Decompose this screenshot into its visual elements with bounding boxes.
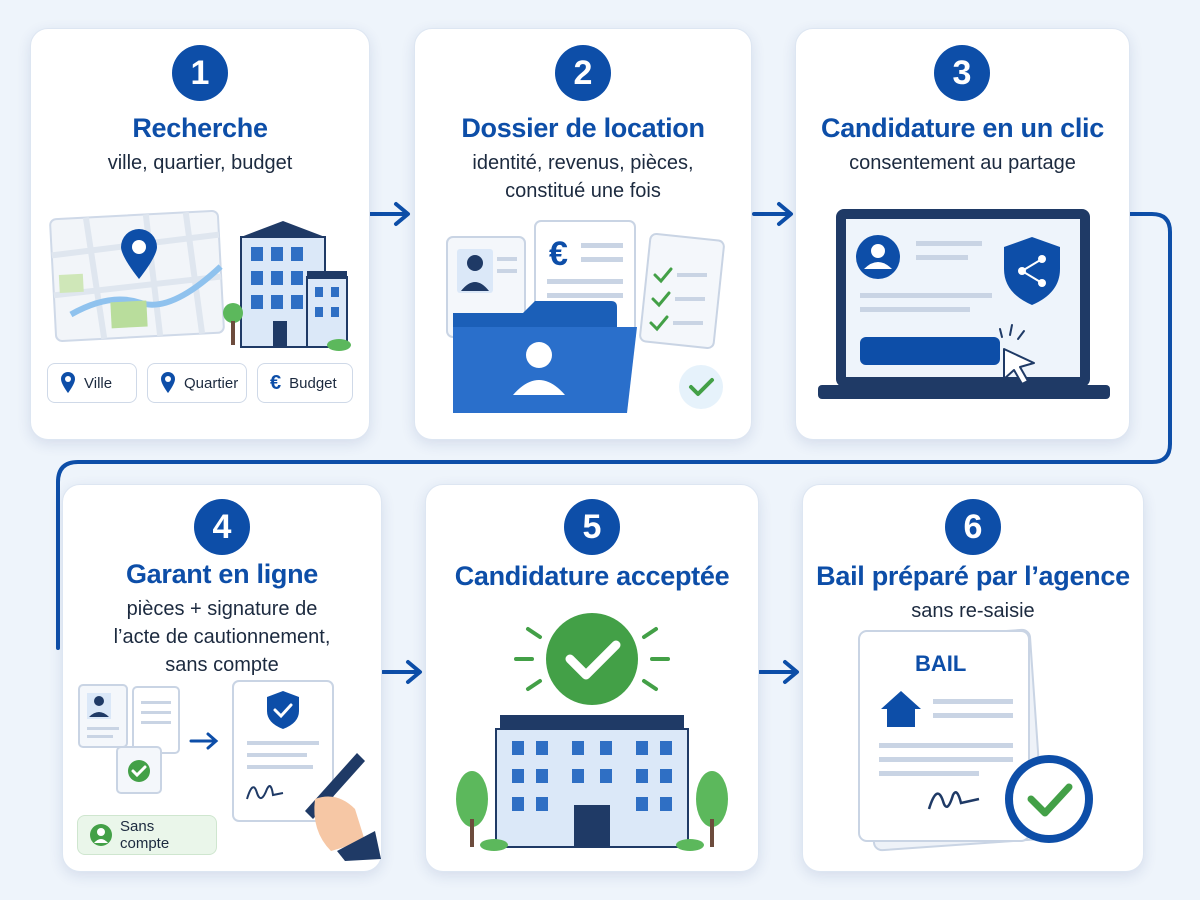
step-card-5: 5 Candidature acceptée: [425, 484, 759, 872]
step-title-6: Bail préparé par l’agence: [816, 561, 1130, 591]
chip-ville[interactable]: Ville: [47, 363, 137, 403]
step-subtitle-1: ville, quartier, budget: [107, 152, 293, 174]
user-icon: [90, 824, 112, 846]
step-number-3: 3: [934, 45, 990, 101]
step-card-2: 2 Dossier de location identité, revenus,…: [414, 28, 752, 440]
chip-label: Quartier: [184, 374, 239, 392]
step-title-5: Candidature acceptée: [454, 561, 730, 591]
check-icon: [546, 613, 638, 705]
check-icon: [679, 365, 723, 409]
chip-label: Budget: [289, 374, 337, 392]
euro-icon: €: [549, 235, 568, 273]
laptop-illustration: [818, 209, 1110, 399]
step-number-2: 2: [555, 45, 611, 101]
lease-title: BAIL: [915, 651, 966, 676]
lease-document-illustration: BAIL: [858, 628, 1093, 852]
check-icon: [1005, 755, 1093, 843]
chip-sans-compte[interactable]: Sans compte: [77, 815, 217, 855]
euro-icon: €: [270, 371, 282, 394]
step-title-4: Garant en ligne: [125, 559, 319, 589]
step-number-1: 1: [172, 45, 228, 101]
map-pin-icon: [161, 372, 175, 393]
guarantor-illustration: [78, 680, 381, 861]
house-icon: [881, 691, 921, 727]
step-subtitle-2: identité, revenus, pièces, constitué une…: [472, 152, 694, 202]
shield-share-icon: [1004, 237, 1060, 305]
cursor-icon: [1003, 348, 1035, 385]
step-card-4: 4 Garant en ligne pièces + signature de …: [62, 484, 382, 872]
step-title-3: Candidature en un clic: [821, 113, 1104, 143]
signature-icon: [927, 791, 980, 810]
step-title-2: Dossier de location: [461, 113, 705, 143]
chip-label: Sans compte: [120, 818, 170, 852]
shield-check-icon: [267, 691, 299, 729]
signature-icon: [246, 785, 284, 800]
step-subtitle-3: consentement au partage: [849, 152, 1076, 174]
building-illustration: [223, 221, 351, 351]
step-card-3: 3 Candidature en un clic consentement au…: [795, 28, 1130, 440]
step-number-6: 6: [945, 499, 1001, 555]
map-pin-icon: [121, 229, 157, 279]
step-card-1: 1 Recherche ville, quartier, budget: [30, 28, 370, 440]
accepted-illustration: [456, 613, 728, 851]
documents-illustration: €: [446, 220, 725, 413]
chip-quartier[interactable]: Quartier: [147, 363, 247, 403]
step-card-6: 6 Bail préparé par l’agence sans re-sais…: [802, 484, 1144, 872]
step-subtitle-6: sans re-saisie: [911, 600, 1035, 622]
user-icon: [526, 342, 552, 368]
step-number-5: 5: [564, 499, 620, 555]
map-pin-icon: [61, 372, 75, 393]
user-icon: [94, 696, 104, 706]
step-number-4: 4: [194, 499, 250, 555]
step-title-1: Recherche: [132, 113, 268, 143]
step-subtitle-4: pièces + signature de l’acte de cautionn…: [113, 598, 331, 676]
chip-budget[interactable]: € Budget: [257, 363, 353, 403]
chip-label: Ville: [84, 374, 113, 392]
